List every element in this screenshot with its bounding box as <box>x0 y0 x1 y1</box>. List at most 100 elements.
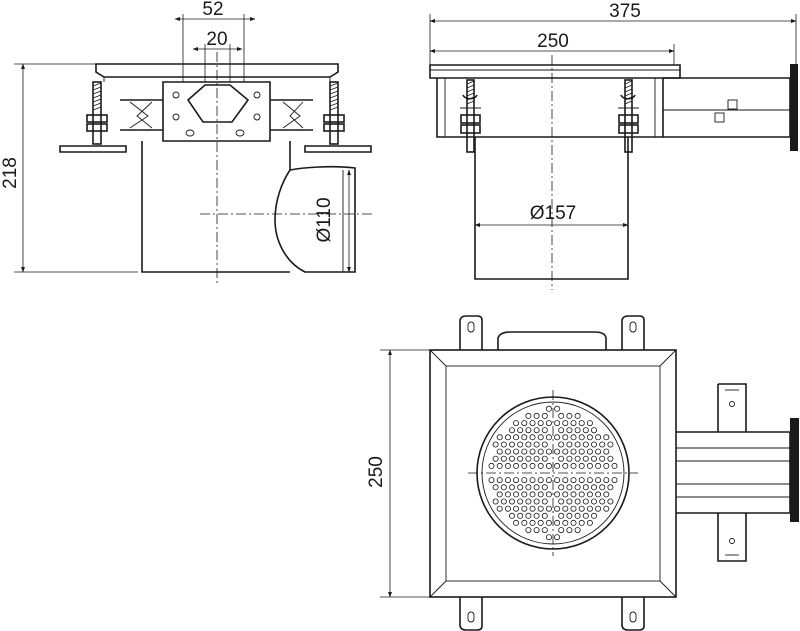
grate-hole <box>545 420 552 427</box>
grate-hole <box>541 484 548 491</box>
grate-hole <box>566 527 573 534</box>
grate-hole <box>504 505 511 512</box>
grate-hole <box>574 412 581 419</box>
grate-hole <box>521 462 528 469</box>
grate-hole <box>545 534 552 541</box>
grate-hole <box>525 498 532 505</box>
grate-hole <box>513 420 520 427</box>
grate-hole <box>562 519 569 526</box>
grate-hole <box>545 519 552 526</box>
front-view: 375 250 <box>429 1 798 290</box>
grate-hole <box>500 455 507 462</box>
grate-hole <box>496 491 503 498</box>
grate-hole <box>533 512 540 519</box>
grate-hole <box>537 505 544 512</box>
grate-hole <box>603 477 610 484</box>
dim-label-250-top: 250 <box>366 456 387 488</box>
grate-hole <box>607 455 614 462</box>
grate-hole <box>525 427 532 434</box>
grate-hole <box>529 448 536 455</box>
grate-hole <box>537 434 544 441</box>
grate-hole <box>525 484 532 491</box>
grate-hole <box>586 434 593 441</box>
grate-hole <box>574 498 581 505</box>
grate-hole <box>574 441 581 448</box>
grate-hole <box>545 462 552 469</box>
grate-hole <box>603 505 610 512</box>
dimension-250-top: 250 <box>366 349 430 598</box>
grate-hole <box>603 434 610 441</box>
grate-hole <box>578 491 585 498</box>
grate-hole <box>517 484 524 491</box>
grate-hole <box>513 434 520 441</box>
grate-hole <box>537 477 544 484</box>
grate-hole <box>521 519 528 526</box>
grate-hole <box>578 448 585 455</box>
grate-hole <box>541 455 548 462</box>
grate-hole <box>529 519 536 526</box>
grate-hole <box>500 484 507 491</box>
grate-hole <box>591 441 598 448</box>
dim-label-218: 218 <box>0 157 21 189</box>
grate-hole <box>508 441 515 448</box>
grate-hole <box>570 462 577 469</box>
grate-hole <box>513 491 520 498</box>
dimension-218: 218 <box>0 63 138 273</box>
grate-hole <box>537 519 544 526</box>
dimension-52: 52 <box>174 0 256 82</box>
grate-hole <box>513 462 520 469</box>
grate-hole <box>566 512 573 519</box>
grate-hole <box>562 477 569 484</box>
grate-hole <box>500 441 507 448</box>
grate-hole <box>533 484 540 491</box>
clamp-tab-top-right <box>621 315 645 350</box>
grate-hole <box>554 477 561 484</box>
grate-hole <box>521 477 528 484</box>
grate-hole <box>570 491 577 498</box>
grate-hole <box>603 462 610 469</box>
grate-hole <box>537 462 544 469</box>
grate-hole <box>582 455 589 462</box>
grate-hole <box>607 484 614 491</box>
grate-hole <box>566 455 573 462</box>
grate-hole <box>574 484 581 491</box>
grate-hole <box>558 512 565 519</box>
grate-hole <box>591 455 598 462</box>
dimension-110: Ø110 <box>314 169 351 273</box>
grate-hole <box>545 505 552 512</box>
grate-hole <box>492 484 499 491</box>
grate-hole <box>508 427 515 434</box>
grate-hole <box>496 505 503 512</box>
grate-hole <box>566 427 573 434</box>
dimension-157: Ø157 <box>474 203 629 227</box>
grate-hole <box>554 420 561 427</box>
grate-hole <box>599 484 606 491</box>
grate-hole <box>496 477 503 484</box>
grate-hole <box>529 491 536 498</box>
grate-hole <box>525 527 532 534</box>
dimension-20: 20 <box>192 29 243 82</box>
grate-hole <box>578 519 585 526</box>
dim-label-375: 375 <box>609 1 641 22</box>
grate-hole <box>578 477 585 484</box>
dim-label-110: Ø110 <box>314 197 335 242</box>
grate-hole <box>562 462 569 469</box>
side-view: 52 20 218 <box>0 0 375 284</box>
grate-hole <box>529 420 536 427</box>
grate-hole <box>541 512 548 519</box>
grate-hole <box>611 477 618 484</box>
grate-hole <box>517 498 524 505</box>
grate-hole <box>541 427 548 434</box>
grate-hole <box>554 434 561 441</box>
grate-hole <box>570 420 577 427</box>
grate-hole <box>554 519 561 526</box>
grate-hole <box>496 448 503 455</box>
grate-hole <box>558 484 565 491</box>
grate-hole <box>562 420 569 427</box>
grate-hole <box>508 512 515 519</box>
grate-hole <box>562 505 569 512</box>
grate-hole <box>533 441 540 448</box>
grate-hole <box>558 455 565 462</box>
grate-hole <box>574 512 581 519</box>
